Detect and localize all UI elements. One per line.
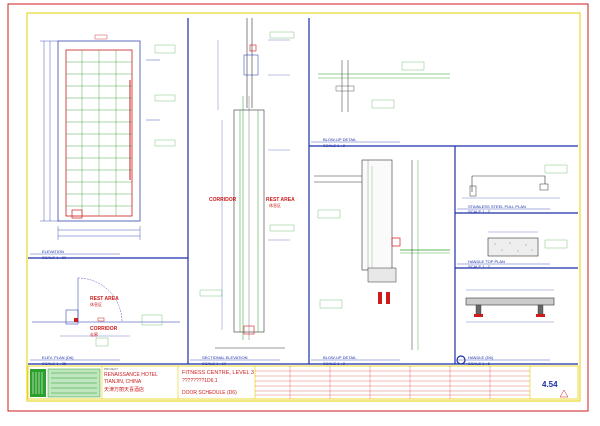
pull-plan-drawing <box>462 164 568 199</box>
corridor-plan-label-cn: 走廊 <box>90 332 98 337</box>
panel-title-handle: HANDLE (D6) <box>468 355 494 360</box>
blowup-detail-bottom <box>314 159 450 350</box>
panel-title-elevation: ELEVATION <box>42 249 64 254</box>
door-schedule: DOOR SCHEDULE (D6) <box>182 390 237 396</box>
panel-title-section: SECTIONAL ELEVATION <box>202 355 248 360</box>
handle-top-plan-drawing <box>487 231 568 257</box>
panel-scale-section: SCALE 1 : 10 <box>202 361 227 366</box>
blowup-detail-top <box>318 60 450 112</box>
sheet-number: 4.54 <box>542 380 558 389</box>
revision-triangle-icon <box>559 389 569 398</box>
title-block <box>27 365 579 400</box>
panel-grid <box>28 18 578 365</box>
panel-title-blowup-bottom: BLOW-UP DETAIL <box>323 355 357 360</box>
handle-drawing <box>465 289 555 323</box>
panel-scale-blowup-top: SCALE 1 : 2 <box>323 143 346 148</box>
panel-title-blowup-top: BLOW-UP DETAIL <box>323 137 357 142</box>
panel-scale-blowup-bottom: SCALE 1 : 2 <box>323 361 346 366</box>
hotel-name-cn: 天津万丽天喜酒店 <box>104 387 145 393</box>
logo-mark <box>30 369 46 397</box>
panel-scale-elev-plan: SCALE 1 : 25 <box>42 361 67 366</box>
rest-area-section-label-cn: 休息区 <box>269 203 281 208</box>
rest-area-section-label: REST AREA <box>266 197 295 203</box>
job-number: ????????1D6.1 <box>182 378 218 384</box>
panel-title-pull-plan: STAINLESS STEEL PULL PLAN <box>468 204 526 209</box>
corridor-plan-label: CORRIDOR <box>90 326 118 332</box>
panel-title-elev-plan: ELEV. PLAN (D6) <box>42 355 74 360</box>
detail-marker <box>456 355 466 365</box>
elevation-drawing <box>40 34 176 240</box>
panel-scale-pull-plan: SCALE 1 : 2 <box>468 209 491 214</box>
outer-frame <box>7 3 589 412</box>
panel-title-handle-top: HANDLE TOP PLAN <box>468 259 505 264</box>
corridor-section-label: CORRIDOR <box>209 197 237 203</box>
panel-scale-handle-top: SCALE 1 : 2 <box>468 264 491 269</box>
rest-area-plan-label-cn: 休息区 <box>90 302 102 307</box>
panel-scale-elevation: SCALE 1 : 20 <box>42 255 67 260</box>
panel-title-rules <box>30 141 550 361</box>
hotel-name: RENAISSANCE HOTEL <box>104 372 158 378</box>
section-drawing <box>199 18 295 349</box>
panel-scale-handle: SCALE 1 : 5 <box>468 361 491 366</box>
inner-border <box>26 12 581 402</box>
rest-area-plan-label: REST AREA <box>90 296 119 302</box>
drawing-title: FITNESS CENTRE, LEVEL 3 <box>182 370 254 376</box>
hotel-city: TIANJIN, CHINA <box>104 379 142 385</box>
plan-drawing <box>32 277 180 347</box>
logo-stripes <box>32 372 43 394</box>
project-label: PROJECT <box>104 367 119 371</box>
